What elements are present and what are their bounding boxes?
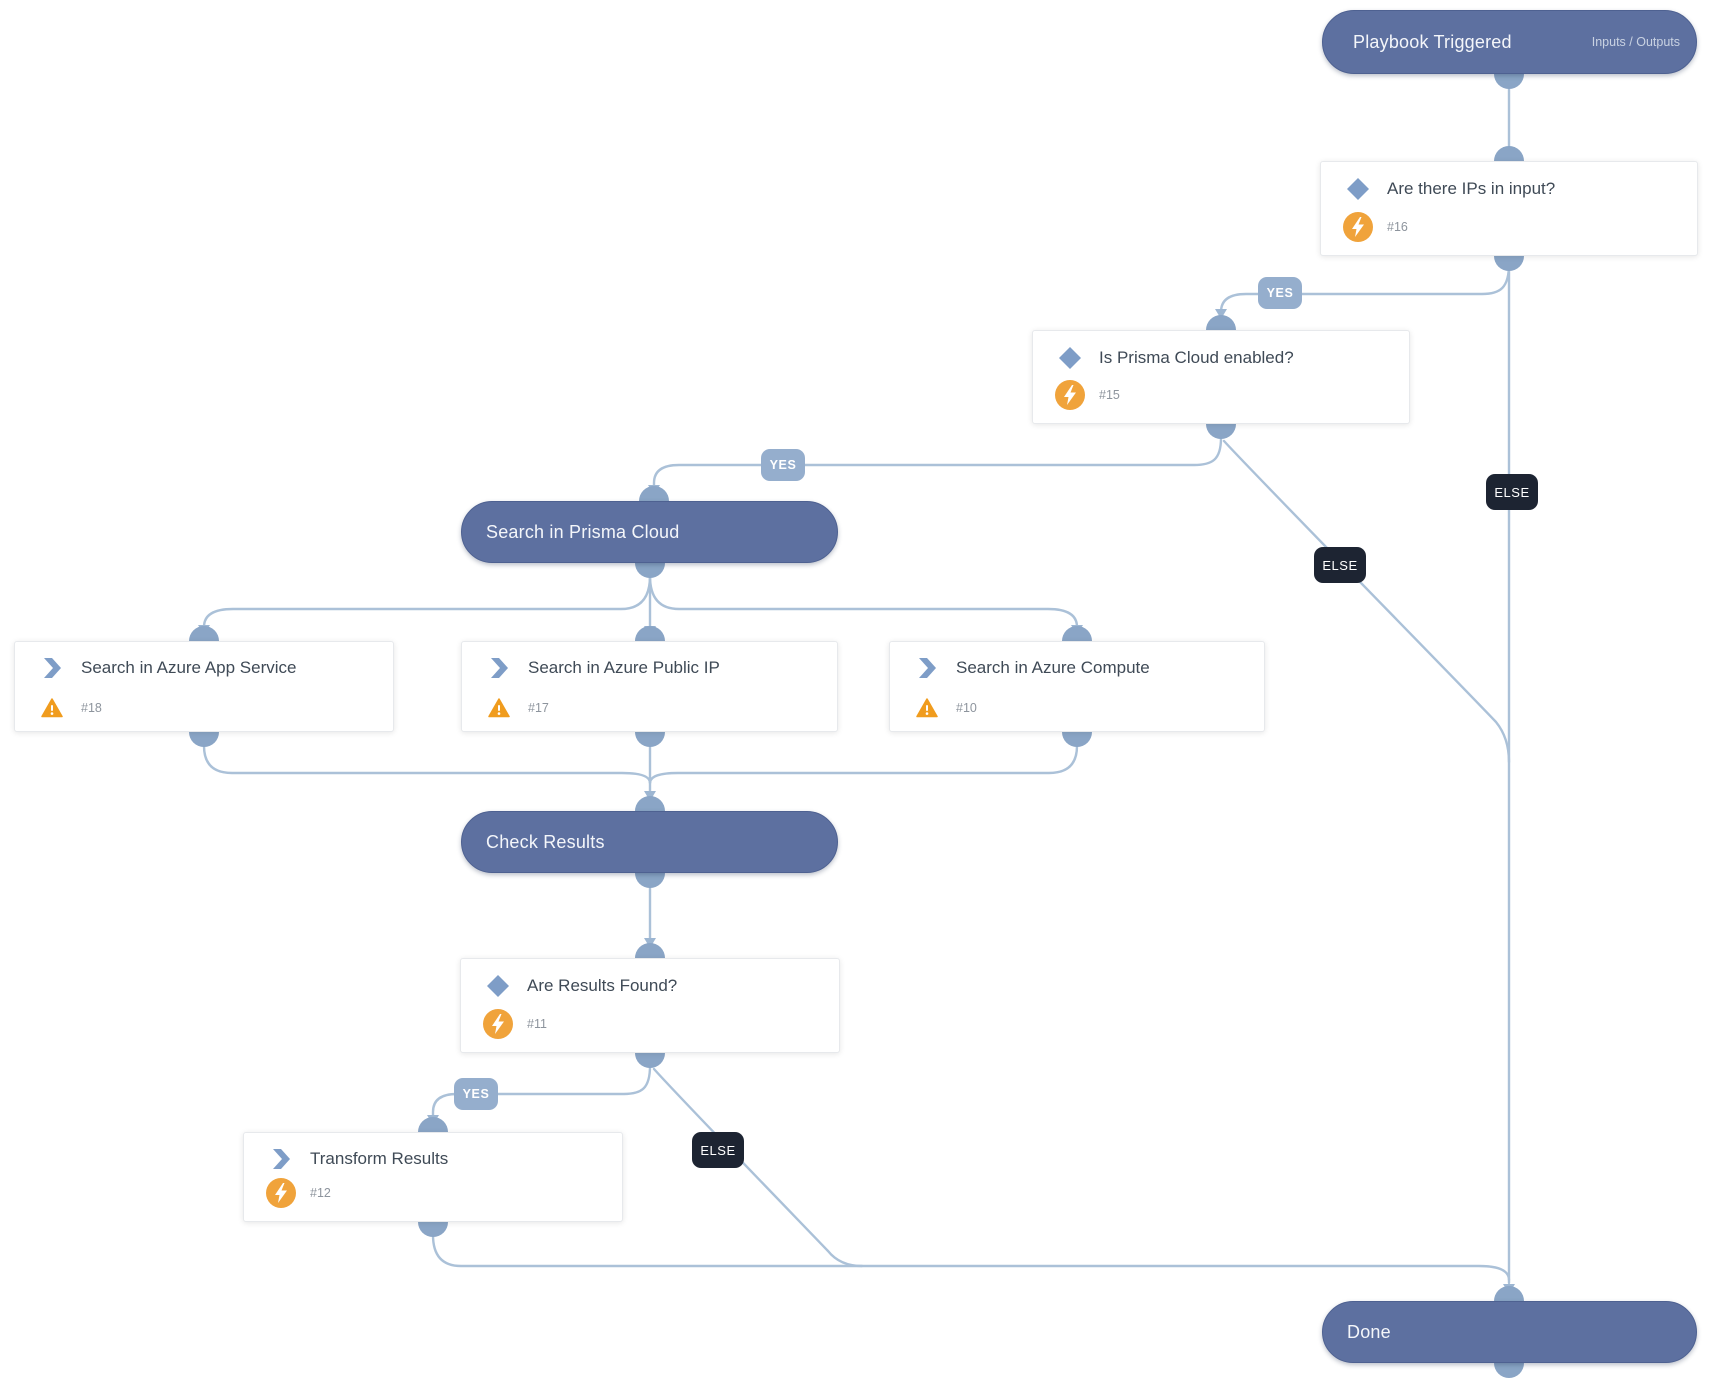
else-badge-ips[interactable]: ELSE [1486,474,1538,510]
yes-badge-prisma[interactable]: YES [761,449,805,481]
playbook-triggered-node[interactable]: Playbook Triggered Inputs / Outputs [1322,10,1697,74]
task-id: #18 [81,701,102,715]
condition-are-results-found-node[interactable]: Are Results Found? #11 [460,958,840,1053]
section-check-results[interactable]: Check Results [461,811,838,873]
task-id: #16 [1387,220,1408,234]
task-chevron-icon [910,657,944,679]
condition-title: Are Results Found? [527,976,678,995]
task-id: #10 [956,701,977,715]
condition-diamond-icon [481,974,515,998]
condition-is-prisma-cloud-enabled-node[interactable]: Is Prisma Cloud enabled? #15 [1032,330,1410,424]
task-chevron-icon [264,1148,298,1170]
task-title: Search in Azure Compute [956,658,1150,677]
automation-bolt-icon [481,1009,515,1039]
task-id: #11 [527,1017,547,1031]
task-search-azure-compute-node[interactable]: Search in Azure Compute #10 [889,641,1265,732]
yes-badge-results[interactable]: YES [454,1078,498,1110]
condition-diamond-icon [1341,177,1375,201]
task-id: #17 [528,701,549,715]
automation-bolt-icon [1341,212,1375,242]
condition-diamond-icon [1053,346,1087,370]
section-search-in-prisma-cloud[interactable]: Search in Prisma Cloud [461,501,838,563]
section-label: Search in Prisma Cloud [486,521,680,542]
condition-title: Are there IPs in input? [1387,179,1556,198]
task-title: Search in Azure Public IP [528,658,720,677]
condition-title: Is Prisma Cloud enabled? [1099,348,1294,367]
task-search-azure-public-ip-node[interactable]: Search in Azure Public IP #17 [461,641,838,732]
done-node[interactable]: Done [1322,1301,1697,1363]
task-chevron-icon [35,657,69,679]
task-id: #12 [310,1186,331,1200]
section-label: Check Results [486,831,605,852]
task-title: Search in Azure App Service [81,658,297,677]
task-transform-results-node[interactable]: Transform Results #12 [243,1132,623,1222]
task-title: Transform Results [310,1149,449,1168]
task-chevron-icon [482,657,516,679]
warning-triangle-icon [482,698,516,718]
else-badge-results[interactable]: ELSE [692,1132,744,1168]
else-badge-prisma[interactable]: ELSE [1314,547,1366,583]
task-search-azure-app-service-node[interactable]: Search in Azure App Service #18 [14,641,394,732]
task-id: #15 [1099,388,1120,402]
done-label: Done [1347,1321,1391,1342]
yes-badge-ips[interactable]: YES [1258,277,1302,309]
automation-bolt-icon [1053,380,1087,410]
automation-bolt-icon [264,1178,298,1208]
playbook-triggered-label: Playbook Triggered [1353,31,1512,52]
condition-are-there-ips-node[interactable]: Are there IPs in input? #16 [1320,161,1698,256]
warning-triangle-icon [35,698,69,718]
inputs-outputs-link[interactable]: Inputs / Outputs [1591,35,1680,49]
warning-triangle-icon [910,698,944,718]
arrowheads [198,147,1515,1294]
